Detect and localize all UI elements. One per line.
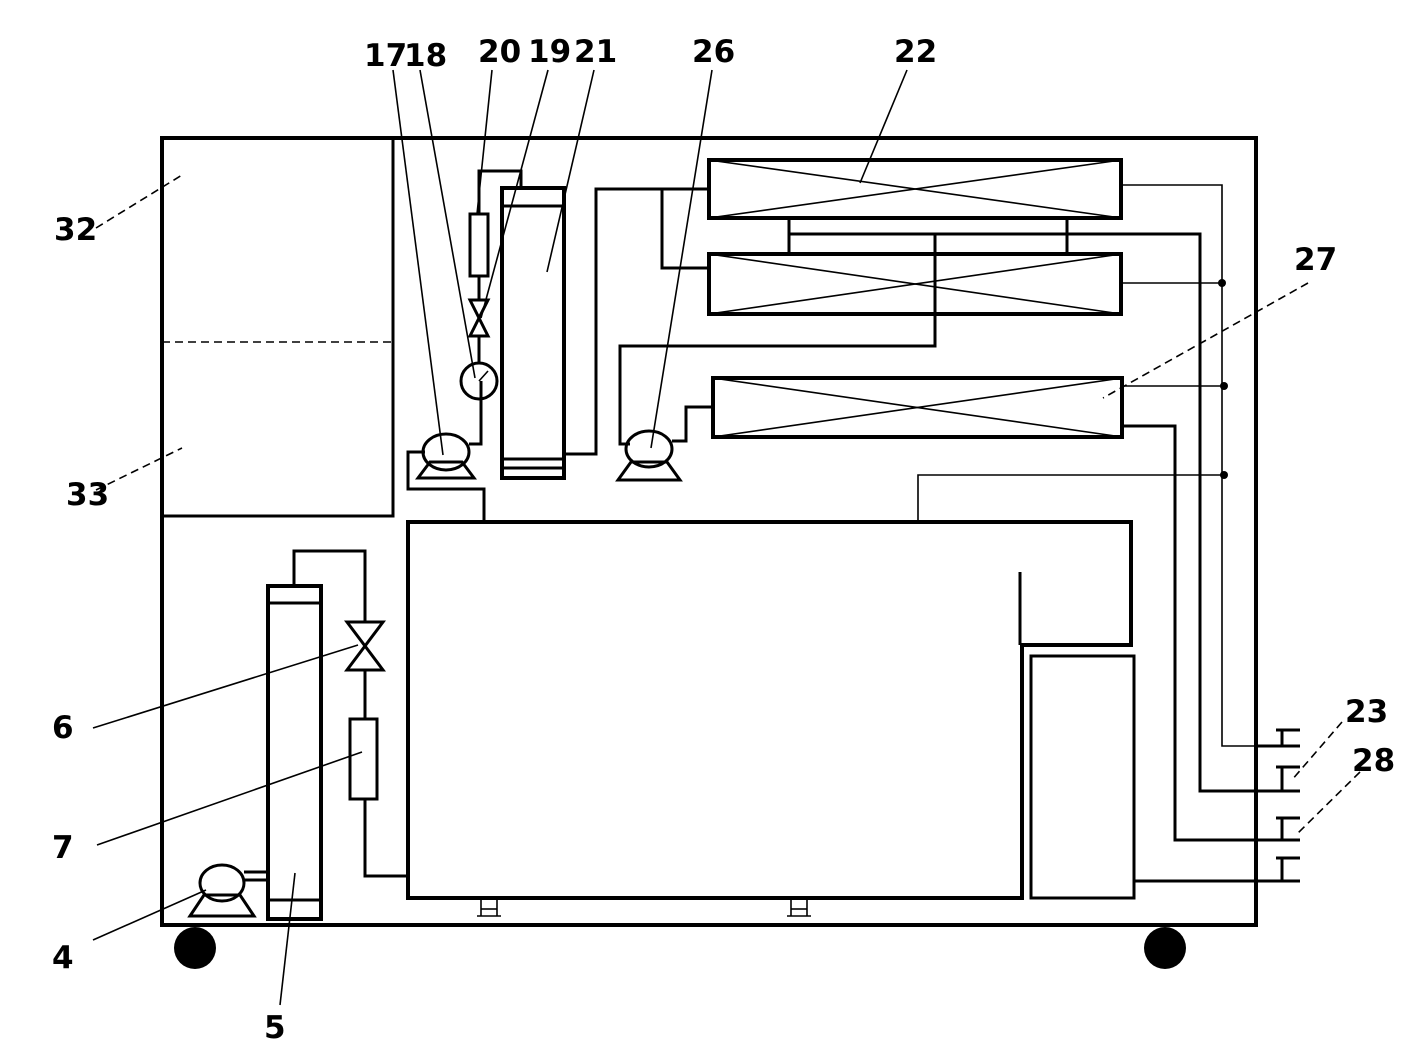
- label-5: 5: [264, 1010, 286, 1046]
- left-wheel: [174, 927, 216, 969]
- tank-feet: [477, 900, 811, 917]
- label-23: 23: [1345, 694, 1388, 730]
- outlet-nozzles: [1258, 728, 1300, 883]
- membrane-module-27: [711, 376, 1124, 439]
- valve-6: [344, 620, 386, 672]
- label-20: 20: [478, 34, 521, 70]
- label-33: 33: [66, 477, 109, 513]
- pump-17: [415, 381, 483, 480]
- side-box: [1029, 654, 1136, 900]
- membrane-module-22a: [707, 158, 1123, 220]
- label-26: 26: [692, 34, 735, 70]
- flowmeter-7: [348, 717, 379, 801]
- label-27: 27: [1294, 242, 1337, 278]
- control-box-32-33: [160, 136, 395, 518]
- column-21: [500, 186, 566, 480]
- main-tank: [406, 520, 1133, 900]
- right-wheel: [1144, 927, 1186, 969]
- valve-19: [467, 298, 491, 338]
- label-21: 21: [574, 34, 617, 70]
- flowmeter-20: [468, 212, 490, 278]
- label-22: 22: [894, 34, 937, 70]
- cabinet-frame: [160, 136, 1258, 927]
- label-7: 7: [52, 830, 74, 866]
- pump-26: [615, 405, 713, 482]
- label-18: 18: [404, 38, 447, 74]
- label-4: 4: [52, 940, 74, 976]
- membrane-module-22b: [707, 252, 1123, 316]
- label-6: 6: [52, 710, 74, 746]
- label-32: 32: [54, 212, 97, 248]
- leader-lines: [92, 69, 1361, 1006]
- label-17: 17: [364, 38, 407, 74]
- column-5: [266, 584, 323, 921]
- label-19: 19: [528, 34, 571, 70]
- label-28: 28: [1352, 743, 1395, 779]
- pump-4: [187, 863, 268, 918]
